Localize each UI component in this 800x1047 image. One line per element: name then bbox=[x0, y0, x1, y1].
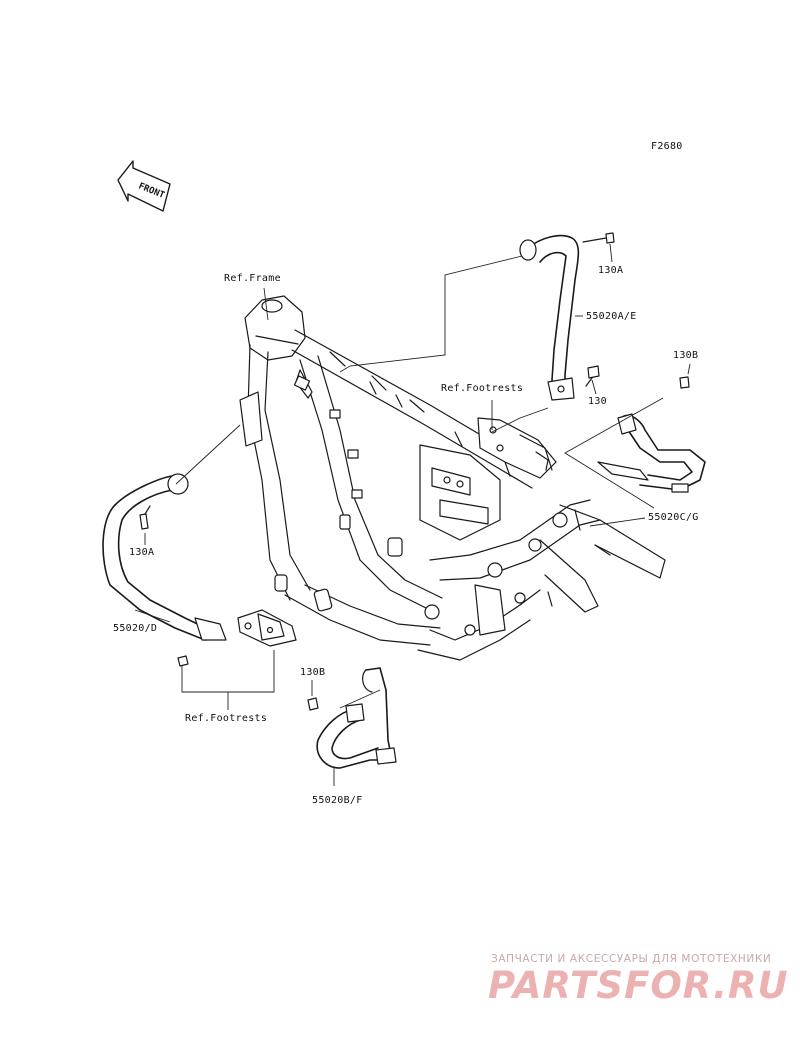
bolt-130a-top-icon bbox=[582, 232, 615, 244]
figure-code: F2680 bbox=[651, 141, 683, 152]
bolt-130a-top-label: 130A bbox=[598, 265, 624, 276]
engine-guard-top bbox=[519, 234, 580, 401]
bolt-130-icon bbox=[585, 365, 600, 387]
bolt-footrest-left-icon bbox=[177, 655, 189, 667]
bolt-130b-bottom-icon bbox=[307, 697, 319, 711]
bolt-130b-bottom-label: 130B bbox=[300, 667, 326, 678]
front-arrow-icon: FRONT bbox=[117, 160, 171, 212]
bolt-130b-right-label: 130B bbox=[673, 350, 699, 361]
part-55020cg-label: 55020C/G bbox=[648, 512, 699, 523]
watermark-subtitle: ЗАПЧАСТИ И АКСЕССУАРЫ ДЛЯ МОТОТЕХНИКИ bbox=[491, 953, 772, 965]
bolt-130-label: 130 bbox=[588, 396, 607, 407]
footrest-bracket-right bbox=[477, 417, 557, 479]
part-55020bf-label: 55020B/F bbox=[312, 795, 363, 806]
bolt-130a-left-label: 130A bbox=[129, 547, 155, 558]
motorcycle-frame bbox=[239, 295, 666, 661]
bolt-130a-left-icon bbox=[139, 505, 151, 530]
ref-frame-label: Ref.Frame bbox=[224, 273, 281, 284]
engine-guard-rear-right bbox=[597, 413, 706, 493]
bolt-130b-right-icon bbox=[679, 376, 690, 389]
engine-guard-rear-left bbox=[316, 667, 397, 769]
part-55020d-label: 55020/D bbox=[113, 623, 158, 634]
engine-guard-front-left bbox=[102, 473, 227, 641]
watermark-logo: PARTSFOR.RU bbox=[488, 964, 789, 1007]
ref-footrests-top-label: Ref.Footrests bbox=[441, 383, 524, 394]
footrest-bracket-left bbox=[237, 609, 297, 647]
ref-footrests-bottom-label: Ref.Footrests bbox=[185, 713, 268, 724]
leader-lines bbox=[134, 243, 691, 786]
part-55020ae-label: 55020A/E bbox=[586, 311, 637, 322]
